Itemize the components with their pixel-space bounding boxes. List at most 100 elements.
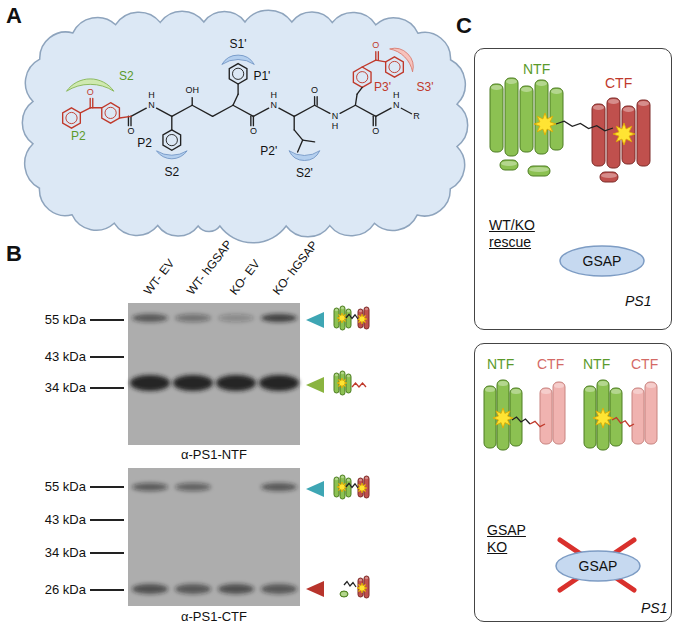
helix-cylinder (600, 172, 618, 182)
atom-label: O (372, 127, 379, 136)
bond-line (233, 105, 253, 116)
phenyl-ring (386, 57, 404, 77)
double-bond-line (92, 98, 93, 107)
bond-line (375, 52, 376, 61)
box-label: NTF (487, 356, 514, 373)
panel-letter: B (6, 241, 22, 266)
helix-cylinder (505, 78, 518, 156)
helix-top (347, 375, 350, 378)
aromatic-circle (232, 68, 243, 79)
inhibitor-molecule (63, 48, 414, 160)
mass-marker: 34 kDa (45, 546, 86, 561)
residue-label: P2 (71, 130, 86, 144)
atom-label: H (271, 91, 278, 100)
atom-label: O (372, 41, 379, 50)
panel-c-art (484, 78, 657, 590)
bond-line (294, 105, 314, 116)
helix-top (638, 101, 649, 106)
gsap-ellipse-shape (556, 551, 640, 581)
helix-top (529, 167, 549, 172)
inhibitor-linker (346, 483, 358, 488)
helix-top (598, 381, 608, 386)
inhibitor-linker (346, 314, 358, 319)
helix-top (501, 161, 517, 166)
helix-top (585, 387, 595, 392)
residue-label: P1' (253, 70, 270, 84)
helix-top (498, 381, 508, 386)
atom-label: H (393, 91, 400, 100)
residue-label: P2 (137, 137, 152, 151)
protein-band (132, 314, 168, 322)
atom-label: N (332, 112, 339, 121)
protein-band (259, 375, 299, 391)
bond-line (157, 108, 172, 116)
bond-line (294, 116, 295, 130)
bond-line (253, 116, 254, 125)
box-label: CTF (537, 356, 564, 373)
residue-label: P3' (374, 81, 391, 95)
double-bond-line (373, 116, 374, 125)
helix-top (347, 479, 350, 482)
helix-cylinder (490, 84, 503, 152)
helix-top (536, 81, 547, 86)
helix-top (359, 579, 362, 582)
crosslink-star (534, 113, 556, 135)
helix-top (491, 85, 502, 90)
crosslink-star (493, 408, 513, 428)
aromatic-circle (66, 112, 77, 123)
gsap-ellipse-shape (560, 246, 644, 276)
protein-band (218, 314, 254, 322)
bond-line (90, 98, 91, 107)
helix-top (608, 99, 619, 104)
complex-cartoon (334, 371, 366, 395)
complex-cartoon (334, 475, 369, 499)
helix-cylinder (500, 160, 518, 170)
helix-cylinder (637, 100, 650, 166)
bond-line (192, 98, 193, 106)
helix-cylinder (645, 382, 657, 444)
helix-cylinder (553, 382, 565, 444)
double-bond-line (128, 116, 129, 125)
mass-marker: 55 kDa (45, 480, 86, 495)
helix-cylinder (528, 166, 550, 176)
bond-line (340, 105, 355, 113)
bond-line (355, 105, 375, 116)
helix-top (485, 387, 495, 392)
marker-tick (90, 519, 124, 521)
panel-a-art (22, 10, 467, 243)
antibody-label: α-PS1-NTF (181, 448, 247, 463)
double-bond-line (378, 52, 379, 61)
helix-top (365, 308, 368, 311)
binding-pocket-cloud (22, 10, 467, 243)
helix-top (359, 479, 362, 482)
helix-top (359, 310, 362, 313)
helix-top (611, 389, 621, 394)
antibody-label: α-PS1-CTF (181, 610, 247, 625)
protein-band (175, 584, 211, 594)
bond-line (279, 108, 294, 116)
bond-line (213, 105, 233, 116)
box-label: PS1 (625, 293, 651, 310)
helix-cylinder (592, 104, 605, 166)
pocket-label: S2' (296, 167, 313, 181)
bond-line (376, 60, 386, 62)
bond-line (171, 116, 172, 130)
box-label: CTF (631, 356, 658, 373)
helix-cylinder (340, 591, 348, 597)
protein-band (175, 483, 211, 491)
panel-letter: A (6, 3, 22, 28)
phenyl-ring (63, 108, 81, 128)
bond-line (376, 108, 391, 116)
protein-band (175, 314, 211, 322)
phenyl-ring (163, 130, 181, 150)
mass-marker: 43 kDa (45, 350, 86, 365)
atom-label: N (271, 101, 278, 110)
helix-top (335, 478, 338, 481)
bond-line (294, 130, 303, 140)
crosslink-star (337, 313, 347, 323)
complex-cartoon (340, 576, 369, 598)
helix-top (341, 476, 344, 479)
band-arrowhead (306, 481, 324, 497)
crosslink-star (357, 483, 367, 493)
